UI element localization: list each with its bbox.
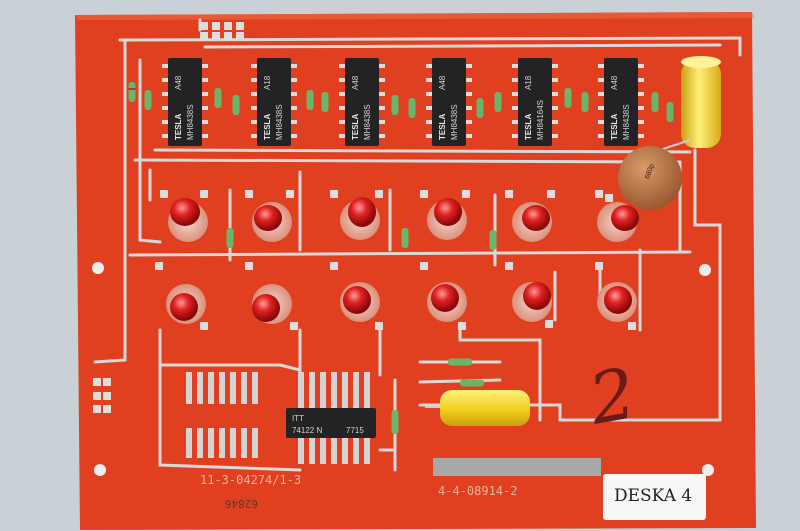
chip-code: A18	[524, 75, 533, 90]
copper-traces	[93, 18, 742, 472]
label-plate	[433, 458, 601, 476]
pad-strip	[186, 372, 258, 458]
chip-code: A48	[610, 75, 619, 90]
pads	[93, 22, 244, 413]
disc-capacitor-label: 680p	[644, 163, 656, 180]
chip-brand: TESLA	[438, 114, 447, 140]
chip-code: A48	[438, 75, 447, 90]
chip-part: MH8438S	[363, 104, 372, 140]
sticker-label: DESKA 4	[614, 486, 692, 506]
led	[420, 190, 470, 240]
led	[505, 262, 553, 328]
chip-part: 74122 N	[292, 426, 322, 435]
chip-bottom: ITT 74122 N 7715	[286, 372, 376, 464]
led	[330, 190, 383, 240]
led	[420, 262, 467, 330]
led	[155, 262, 208, 330]
part-number-left: 11-3-04274/1-3	[200, 473, 301, 487]
chip: TESLA MH84164S A18	[512, 58, 558, 146]
chip-part: MH8438S	[450, 104, 459, 140]
chip-brand: TESLA	[351, 114, 360, 140]
led	[595, 190, 639, 242]
chip-part: MH8438S	[275, 104, 284, 140]
chip-brand: TESLA	[524, 114, 533, 140]
disc-capacitor: 680p	[618, 139, 691, 210]
led	[330, 262, 383, 330]
serial-number: 62846	[225, 497, 258, 510]
yellow-capacitor-horizontal	[425, 390, 530, 426]
chip-brand: TESLA	[263, 114, 272, 140]
led	[505, 190, 555, 242]
sticker: DESKA 4	[603, 474, 706, 520]
resistors	[128, 82, 674, 434]
mounting-holes	[92, 262, 714, 476]
chip: TESLA MH8438S A48	[339, 58, 385, 146]
chip-row: TESLA MH8438S A48 TESLA MH8438S A18 TESL…	[162, 58, 644, 146]
chip-code: A48	[351, 75, 360, 90]
led-grid	[155, 190, 639, 330]
chip-code: 7715	[346, 426, 364, 435]
chip: TESLA MH8438S A48	[162, 58, 208, 146]
chip-part: MH8438S	[622, 104, 631, 140]
chip: TESLA MH8438S A18	[251, 58, 297, 146]
chip: TESLA MH8438S A48	[426, 58, 472, 146]
chip-brand: TESLA	[174, 114, 183, 140]
led	[595, 262, 637, 330]
chip-code: A18	[263, 75, 272, 90]
chip-brand: TESLA	[610, 114, 619, 140]
chip: TESLA MH8438S A48	[598, 58, 644, 146]
led	[245, 262, 298, 330]
chip-part: MH84164S	[536, 100, 545, 140]
led	[245, 190, 294, 242]
part-number-right: 4-4-08914-2	[438, 484, 517, 498]
yellow-capacitor-vertical	[681, 56, 721, 148]
chip-brand: ITT	[292, 414, 304, 423]
chip-part: MH8438S	[186, 104, 195, 140]
chip-code: A48	[174, 75, 183, 90]
led	[160, 190, 208, 242]
